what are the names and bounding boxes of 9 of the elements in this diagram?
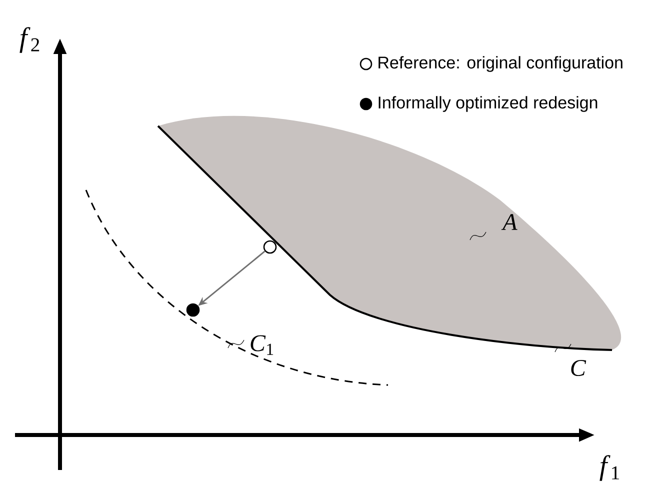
axis-label: f$_{1}$ [600,455,619,481]
legend-text: Reference: original configuration [378,56,622,72]
legend-text: Informally optimized redesign [378,96,598,112]
axis-label: f$_{2}$ [20,27,40,53]
region-label: A [501,214,518,230]
filled-circle [186,303,200,317]
open-circle [263,240,277,254]
curve-label: C$_{1}$ [250,335,274,355]
curve-label: C [571,360,586,376]
